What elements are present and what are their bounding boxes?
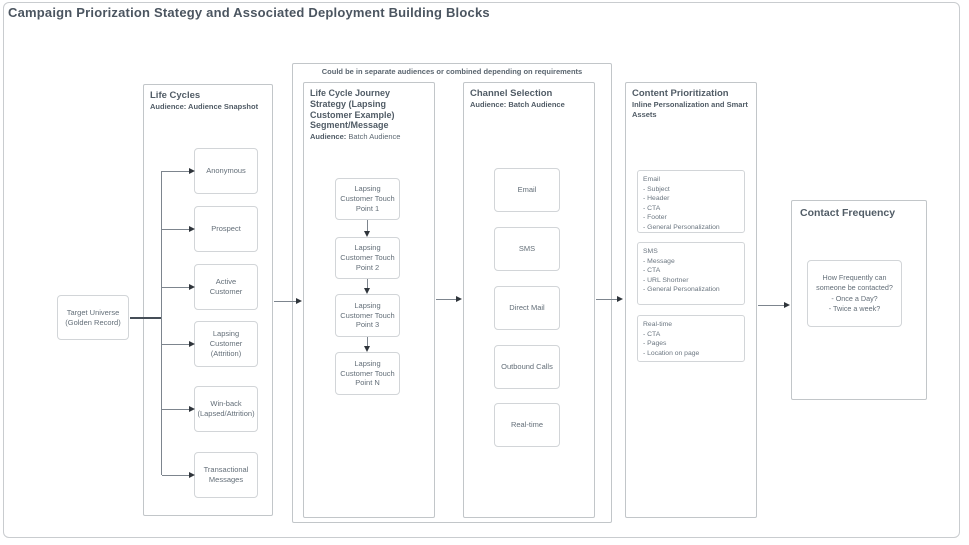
- contact-frequency-title: Contact Frequency: [800, 207, 896, 219]
- content-title: Content Prioritization: [632, 88, 729, 99]
- touchpoint-node-2: Lapsing Customer Touch Point 2: [335, 237, 400, 279]
- touchpoint-node-n: Lapsing Customer Touch Point N: [335, 352, 400, 395]
- arrowhead-channel: [456, 296, 462, 302]
- connector-content-to-frequency: [758, 305, 784, 306]
- connector-journey-to-channel: [436, 299, 456, 300]
- page-title: Campaign Priorization Stategy and Associ…: [8, 5, 490, 20]
- content-real-time-title: Real-time: [643, 321, 673, 328]
- journey-subtitle-bold: Audience:: [310, 132, 347, 142]
- audience-group-note: Could be in separate audiences or combin…: [321, 67, 583, 76]
- content-sms-line: - CTA: [643, 267, 661, 275]
- life-cycles-title: Life Cycles: [150, 90, 201, 101]
- lifecycle-node-active-customer: Active Customer: [194, 264, 258, 310]
- connector-branch-winback: [162, 409, 189, 410]
- content-box-email: Email - Subject - Header - CTA - Footer …: [637, 170, 745, 233]
- channel-node-real-time: Real-time: [494, 403, 560, 447]
- contact-frequency-detail-node: How Frequently can someone be contacted?…: [807, 260, 902, 327]
- connector-branch-transactional: [162, 475, 189, 476]
- connector-branch-lapsing: [162, 344, 189, 345]
- arrowhead-touchpoint-n: [364, 346, 370, 352]
- touchpoint-node-1: Lapsing Customer Touch Point 1: [335, 178, 400, 220]
- arrowhead-winback: [189, 406, 195, 412]
- arrowhead-active: [189, 284, 195, 290]
- channel-title: Channel Selection: [470, 88, 553, 99]
- journey-subtitle-rest: Batch Audience: [348, 132, 401, 142]
- lifecycle-node-prospect: Prospect: [194, 206, 258, 252]
- content-email-line: - Footer: [643, 214, 667, 222]
- lifecycle-node-anonymous: Anonymous: [194, 148, 258, 194]
- lifecycle-node-lapsing-customer: Lapsing Customer (Attrition): [194, 321, 258, 367]
- content-sms-line: - URL Shortner: [643, 276, 689, 284]
- content-email-line: - Subject: [643, 185, 670, 193]
- channel-node-direct-mail: Direct Mail: [494, 286, 560, 330]
- arrowhead-touchpoint-2: [364, 231, 370, 237]
- arrowhead-journey: [296, 298, 302, 304]
- life-cycles-subtitle: Audience: Audience Snapshot: [150, 102, 259, 112]
- branch-vertical-line: [161, 171, 162, 475]
- arrowhead-transactional: [189, 472, 195, 478]
- journey-subtitle: Audience: Batch Audience: [310, 132, 428, 142]
- journey-title: Life Cycle Journey Strategy (Lapsing Cus…: [310, 88, 395, 131]
- content-email-line: - Header: [643, 195, 670, 203]
- content-email-line: - General Personalization: [643, 223, 720, 231]
- channel-subtitle: Audience: Batch Audience: [470, 100, 565, 110]
- content-box-real-time: Real-time - CTA - Pages - Location on pa…: [637, 315, 745, 362]
- contact-frequency-option: - Twice a week?: [828, 303, 881, 313]
- content-box-sms: SMS - Message - CTA - URL Shortner - Gen…: [637, 242, 745, 305]
- arrowhead-frequency: [784, 302, 790, 308]
- content-real-time-line: - CTA: [643, 330, 661, 338]
- connector-branch-active: [162, 287, 189, 288]
- arrowhead-lapsing: [189, 341, 195, 347]
- arrowhead-content: [617, 296, 623, 302]
- channel-node-outbound-calls: Outbound Calls: [494, 345, 560, 389]
- target-universe-node: Target Universe (Golden Record): [57, 295, 129, 340]
- arrowhead-touchpoint-3: [364, 288, 370, 294]
- lifecycle-node-transactional: Transactional Messages: [194, 452, 258, 498]
- connector-channel-to-content: [596, 299, 617, 300]
- content-sms-line: - Message: [643, 257, 675, 265]
- content-real-time-line: - Pages: [643, 340, 667, 348]
- content-sms-line: - General Personalization: [643, 286, 720, 294]
- arrowhead-anonymous: [189, 168, 195, 174]
- lifecycle-node-win-back: Win-back (Lapsed/Attrition): [194, 386, 258, 432]
- channel-node-email: Email: [494, 168, 560, 212]
- arrowhead-prospect: [189, 226, 195, 232]
- channel-node-sms: SMS: [494, 227, 560, 271]
- connector-touchpoint-3-n: [367, 337, 368, 346]
- content-sms-title: SMS: [643, 248, 658, 255]
- touchpoint-node-3: Lapsing Customer Touch Point 3: [335, 294, 400, 337]
- content-email-title: Email: [643, 176, 660, 183]
- connector-touchpoint-2-3: [367, 279, 368, 289]
- content-real-time-line: - Location on page: [643, 349, 700, 357]
- connector-branch-anonymous: [162, 171, 189, 172]
- content-subtitle: Inline Personalization and Smart Assets: [632, 100, 748, 120]
- connector-target-to-branch: [130, 317, 162, 319]
- connector-lifecycles-to-journey: [274, 301, 296, 302]
- contact-frequency-question: How Frequently can someone be contacted?: [816, 272, 893, 293]
- connector-branch-prospect: [162, 229, 189, 230]
- contact-frequency-option: - Once a Day?: [831, 293, 878, 303]
- connector-touchpoint-1-2: [367, 220, 368, 231]
- content-email-line: - CTA: [643, 204, 661, 212]
